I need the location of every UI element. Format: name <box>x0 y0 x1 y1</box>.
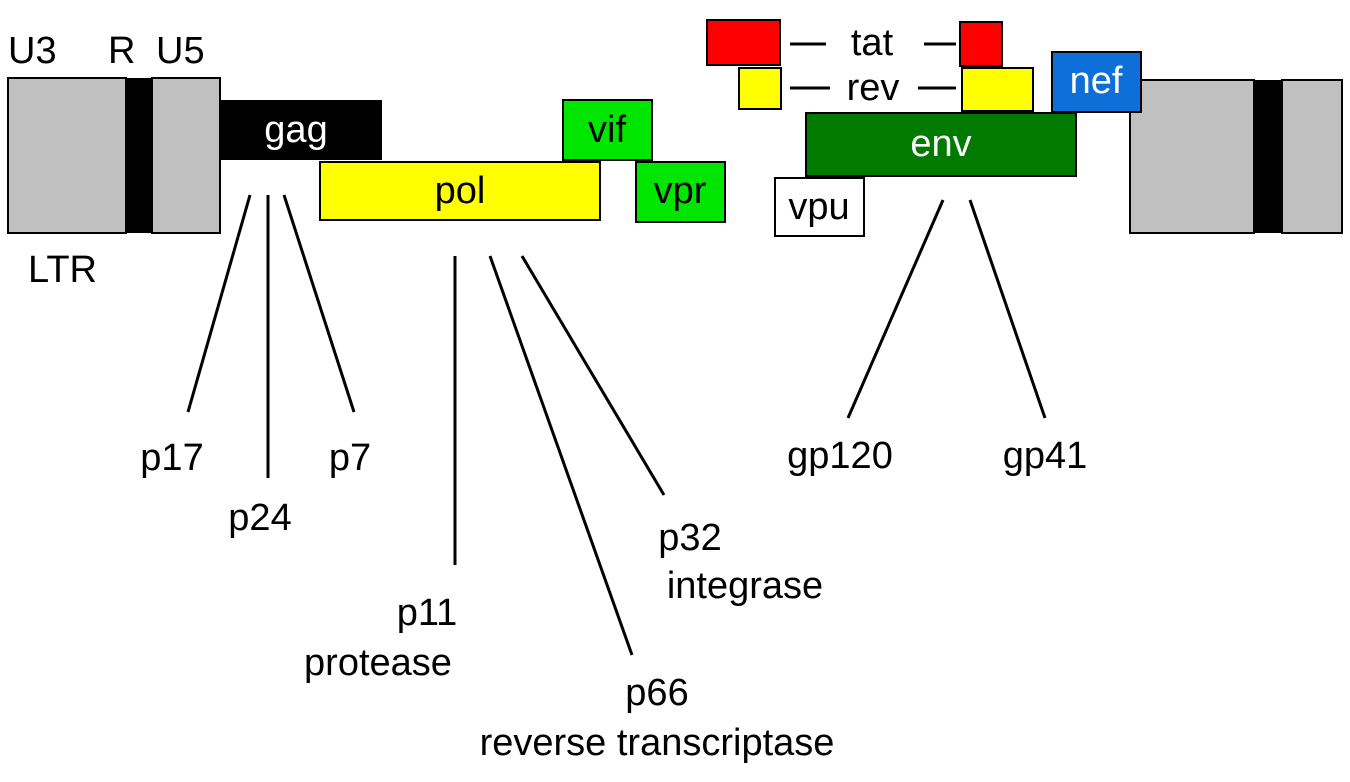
gene-rev: rev <box>738 67 1034 112</box>
ltr-left-u3-block <box>7 77 127 234</box>
tat-exon2-box <box>959 21 1003 67</box>
p7-leader-line <box>282 194 356 413</box>
ltr-right-right-block <box>1281 79 1343 234</box>
rev-exon1-box <box>738 67 782 110</box>
vif-label: vif <box>588 109 626 151</box>
vpu-label: vpu <box>788 186 849 228</box>
ltr-right-r-band <box>1254 80 1282 233</box>
label-ltr: LTR <box>28 249 97 291</box>
label-r: R <box>108 30 135 72</box>
integrase-label: integrase <box>667 565 823 607</box>
gene-gag: gag <box>220 100 382 160</box>
label-u3: U3 <box>8 30 57 72</box>
gene-vpr: vpr <box>635 161 726 223</box>
p66-label: p66 <box>625 672 688 714</box>
rev-label: rev <box>847 67 900 109</box>
nef-box <box>1051 51 1142 113</box>
p24-label: p24 <box>228 497 291 539</box>
ltr-right <box>1129 79 1343 234</box>
pol-product-lines <box>453 255 666 656</box>
gp120-label: gp120 <box>787 435 893 477</box>
gp41-label: gp41 <box>1003 435 1088 477</box>
p32-label: p32 <box>658 517 721 559</box>
env-label: env <box>910 123 971 165</box>
vif-box <box>562 99 653 161</box>
gag-label: gag <box>264 109 327 151</box>
env-product-lines <box>846 199 1047 419</box>
p32-leader-line <box>520 255 666 496</box>
rev-exon2-box <box>961 67 1034 112</box>
gene-env: env <box>805 112 1077 177</box>
gag-box <box>220 100 382 160</box>
gene-vpu: vpu <box>774 177 865 237</box>
nef-label: nef <box>1070 60 1123 102</box>
pol-box <box>319 161 601 221</box>
tat-label: tat <box>851 22 894 64</box>
pol-label: pol <box>435 170 486 212</box>
vpu-box <box>774 177 865 237</box>
gene-tat: tat <box>706 19 1003 67</box>
gene-pol: pol <box>319 161 601 221</box>
reverse-transcriptase-label: reverse transcriptase <box>480 722 835 764</box>
p17-label: p17 <box>140 437 203 479</box>
gp120-leader-line <box>846 199 945 419</box>
label-u5: U5 <box>156 30 205 72</box>
protease-label: protease <box>304 642 452 684</box>
vpr-box <box>635 161 726 223</box>
gag-product-lines <box>186 194 356 478</box>
p7-label: p7 <box>329 437 371 479</box>
vpr-label: vpr <box>654 170 707 212</box>
gene-vif: vif <box>562 99 653 161</box>
tat-exon1-box <box>706 19 781 66</box>
p11-label: p11 <box>397 592 458 634</box>
p66-leader-line <box>488 255 634 656</box>
env-box <box>805 112 1077 177</box>
p17-leader-line <box>186 194 252 413</box>
ltr-left-u5-block <box>151 77 221 234</box>
ltr-right-left-block <box>1129 79 1255 234</box>
ltr-left-r-band <box>126 78 152 233</box>
ltr-left: U3 R U5 LTR <box>7 30 221 291</box>
gp41-leader-line <box>968 199 1047 419</box>
gene-nef: nef <box>1051 51 1142 113</box>
